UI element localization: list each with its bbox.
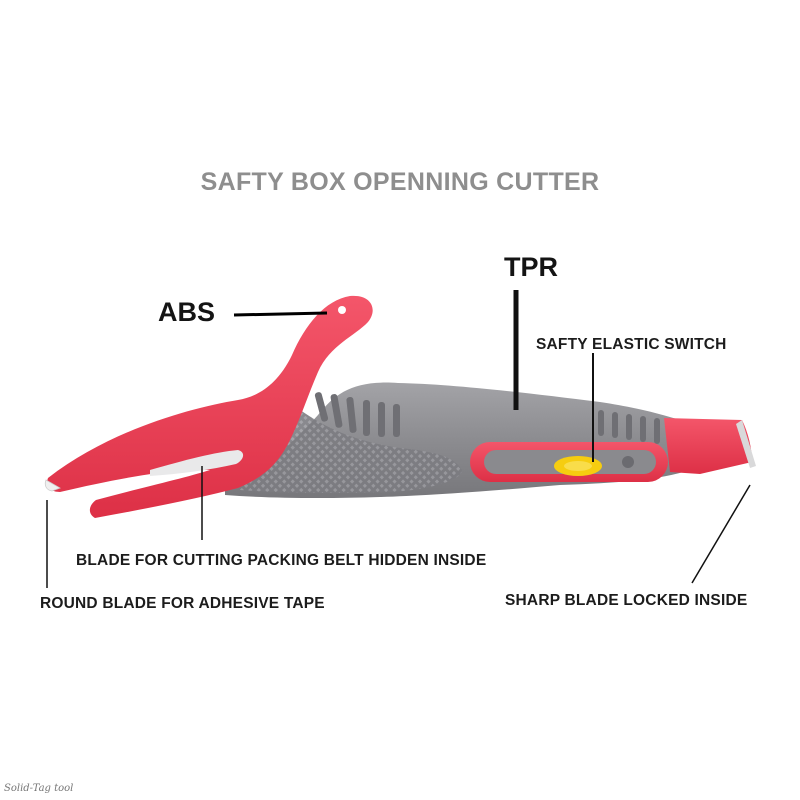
round-blade-tip <box>44 479 61 492</box>
tpr-label: TPR <box>504 252 558 282</box>
sharp-blade-tip <box>736 420 756 468</box>
watermark: Solid-Tag tool <box>4 783 74 794</box>
rear-ribs <box>598 410 660 444</box>
grip-ribs <box>314 392 400 437</box>
abs-pointer-line <box>233 311 328 317</box>
round-blade-label: ROUND BLADE FOR ADHESIVE TAPE <box>40 595 325 612</box>
sharp-blade-pointer-line <box>691 484 751 584</box>
packing-blade-label: BLADE FOR CUTTING PACKING BELT HIDDEN IN… <box>76 552 487 569</box>
knurled-grip <box>240 410 462 494</box>
red-blade-housing <box>664 418 752 474</box>
sharp-blade-label: SHARP BLADE LOCKED INSIDE <box>505 592 748 609</box>
safety-switch-label: SAFTY ELASTIC SWITCH <box>536 336 727 353</box>
hidden-belt-blade-slot <box>150 450 244 476</box>
page-title: SAFTY BOX OPENNING CUTTER <box>200 168 600 196</box>
red-abs-head <box>47 295 373 518</box>
abs-label: ABS <box>158 297 216 327</box>
